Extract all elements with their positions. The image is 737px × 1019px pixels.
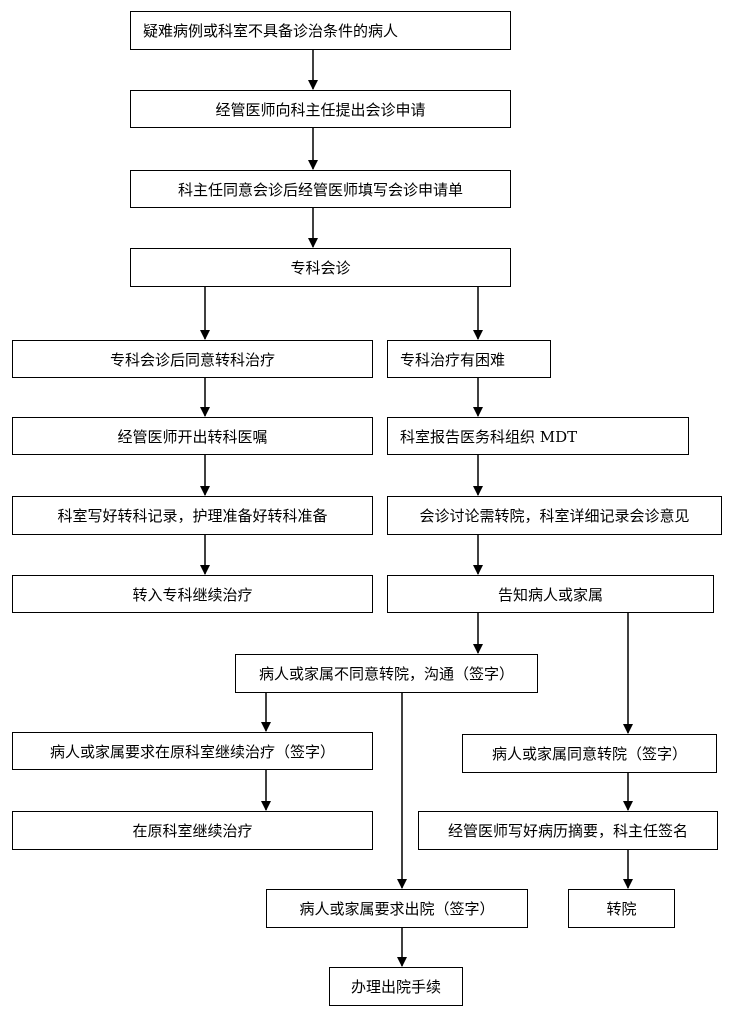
node-discharge-request: 病人或家属要求出院（签字） — [266, 889, 528, 928]
node-consult: 专科会诊 — [130, 248, 511, 287]
node-records: 科室写好转科记录，护理准备好转科准备 — [12, 496, 373, 535]
node-agree-transfer: 专科会诊后同意转科治疗 — [12, 340, 373, 378]
node-agree-hospital: 病人或家属同意转院（签字） — [462, 734, 717, 773]
node-disagree: 病人或家属不同意转院，沟通（签字） — [235, 654, 538, 693]
node-inform: 告知病人或家属 — [387, 575, 714, 613]
node-discharge: 办理出院手续 — [329, 967, 463, 1006]
node-order: 经管医师开出转科医嘱 — [12, 417, 373, 455]
node-mdt: 科室报告医务科组织 MDT — [387, 417, 689, 455]
node-difficult: 专科治疗有困难 — [387, 340, 551, 378]
node-apply: 经管医师向科主任提出会诊申请 — [130, 90, 511, 128]
node-transfer-hospital: 转院 — [568, 889, 675, 928]
node-form: 科主任同意会诊后经管医师填写会诊申请单 — [130, 170, 511, 208]
node-stay-treat: 在原科室继续治疗 — [12, 811, 373, 850]
node-start: 疑难病例或科室不具备诊治条件的病人 — [130, 11, 511, 50]
node-discuss: 会诊讨论需转院，科室详细记录会诊意见 — [387, 496, 722, 535]
node-summary: 经管医师写好病历摘要，科主任签名 — [418, 811, 718, 850]
node-continue-special: 转入专科继续治疗 — [12, 575, 373, 613]
node-stay-request: 病人或家属要求在原科室继续治疗（签字） — [12, 732, 373, 770]
